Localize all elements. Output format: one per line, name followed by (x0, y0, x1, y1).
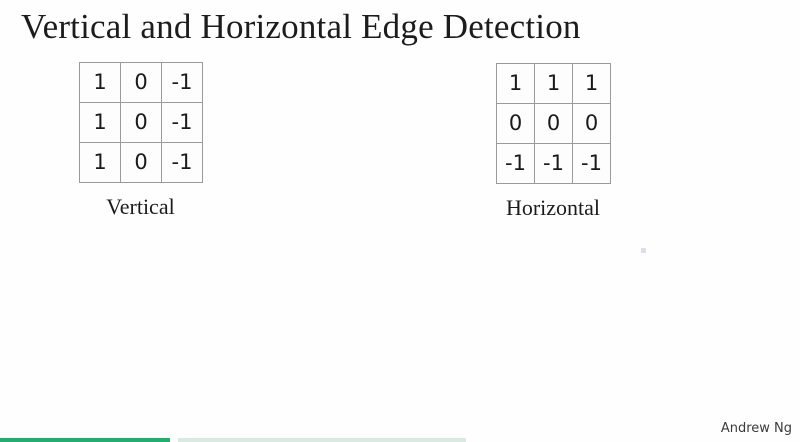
vertical-filter-matrix: 1 0 -1 1 0 -1 1 0 -1 (79, 62, 203, 183)
horizontal-filter-group: 1 1 1 0 0 0 -1 -1 -1 Horizontal (496, 63, 611, 221)
matrix-cell: -1 (572, 143, 611, 184)
table-row: 1 0 -1 (79, 62, 203, 103)
matrix-cell: -1 (161, 102, 203, 143)
progress-filled[interactable] (0, 438, 170, 442)
matrix-cell: 0 (120, 102, 162, 143)
table-row: 1 1 1 (496, 63, 611, 104)
horizontal-filter-label: Horizontal (505, 195, 601, 220)
matrix-cell: 0 (572, 103, 611, 144)
table-row: 1 0 -1 (79, 142, 203, 183)
vertical-filter-group: 1 0 -1 1 0 -1 1 0 -1 Vertical (79, 62, 203, 220)
vertical-filter-label: Vertical (106, 194, 175, 219)
cursor-artifact-icon (641, 248, 646, 253)
table-row: 1 0 -1 (79, 102, 203, 143)
matrix-cell: 1 (496, 63, 535, 104)
matrix-cell: -1 (496, 143, 535, 184)
matrix-cell: 1 (79, 102, 121, 143)
page-title: Vertical and Horizontal Edge Detection (21, 7, 581, 46)
table-row: 0 0 0 (496, 103, 611, 144)
matrix-cell: -1 (161, 142, 203, 183)
matrix-cell: 0 (534, 103, 573, 144)
horizontal-filter-matrix: 1 1 1 0 0 0 -1 -1 -1 (496, 63, 611, 184)
matrix-cell: 1 (79, 62, 121, 103)
matrix-cell: 1 (534, 63, 573, 104)
matrix-cell: 0 (496, 103, 535, 144)
attribution-label: Andrew Ng (720, 421, 792, 436)
matrix-cell: 0 (120, 62, 162, 103)
matrix-cell: 0 (120, 142, 162, 183)
matrix-cell: 1 (79, 142, 121, 183)
matrix-cell: 1 (572, 63, 611, 104)
progress-track[interactable] (178, 438, 466, 442)
table-row: -1 -1 -1 (496, 143, 611, 184)
matrix-cell: -1 (534, 143, 573, 184)
video-progress-bar[interactable] (0, 438, 800, 442)
matrix-cell: -1 (161, 62, 203, 103)
